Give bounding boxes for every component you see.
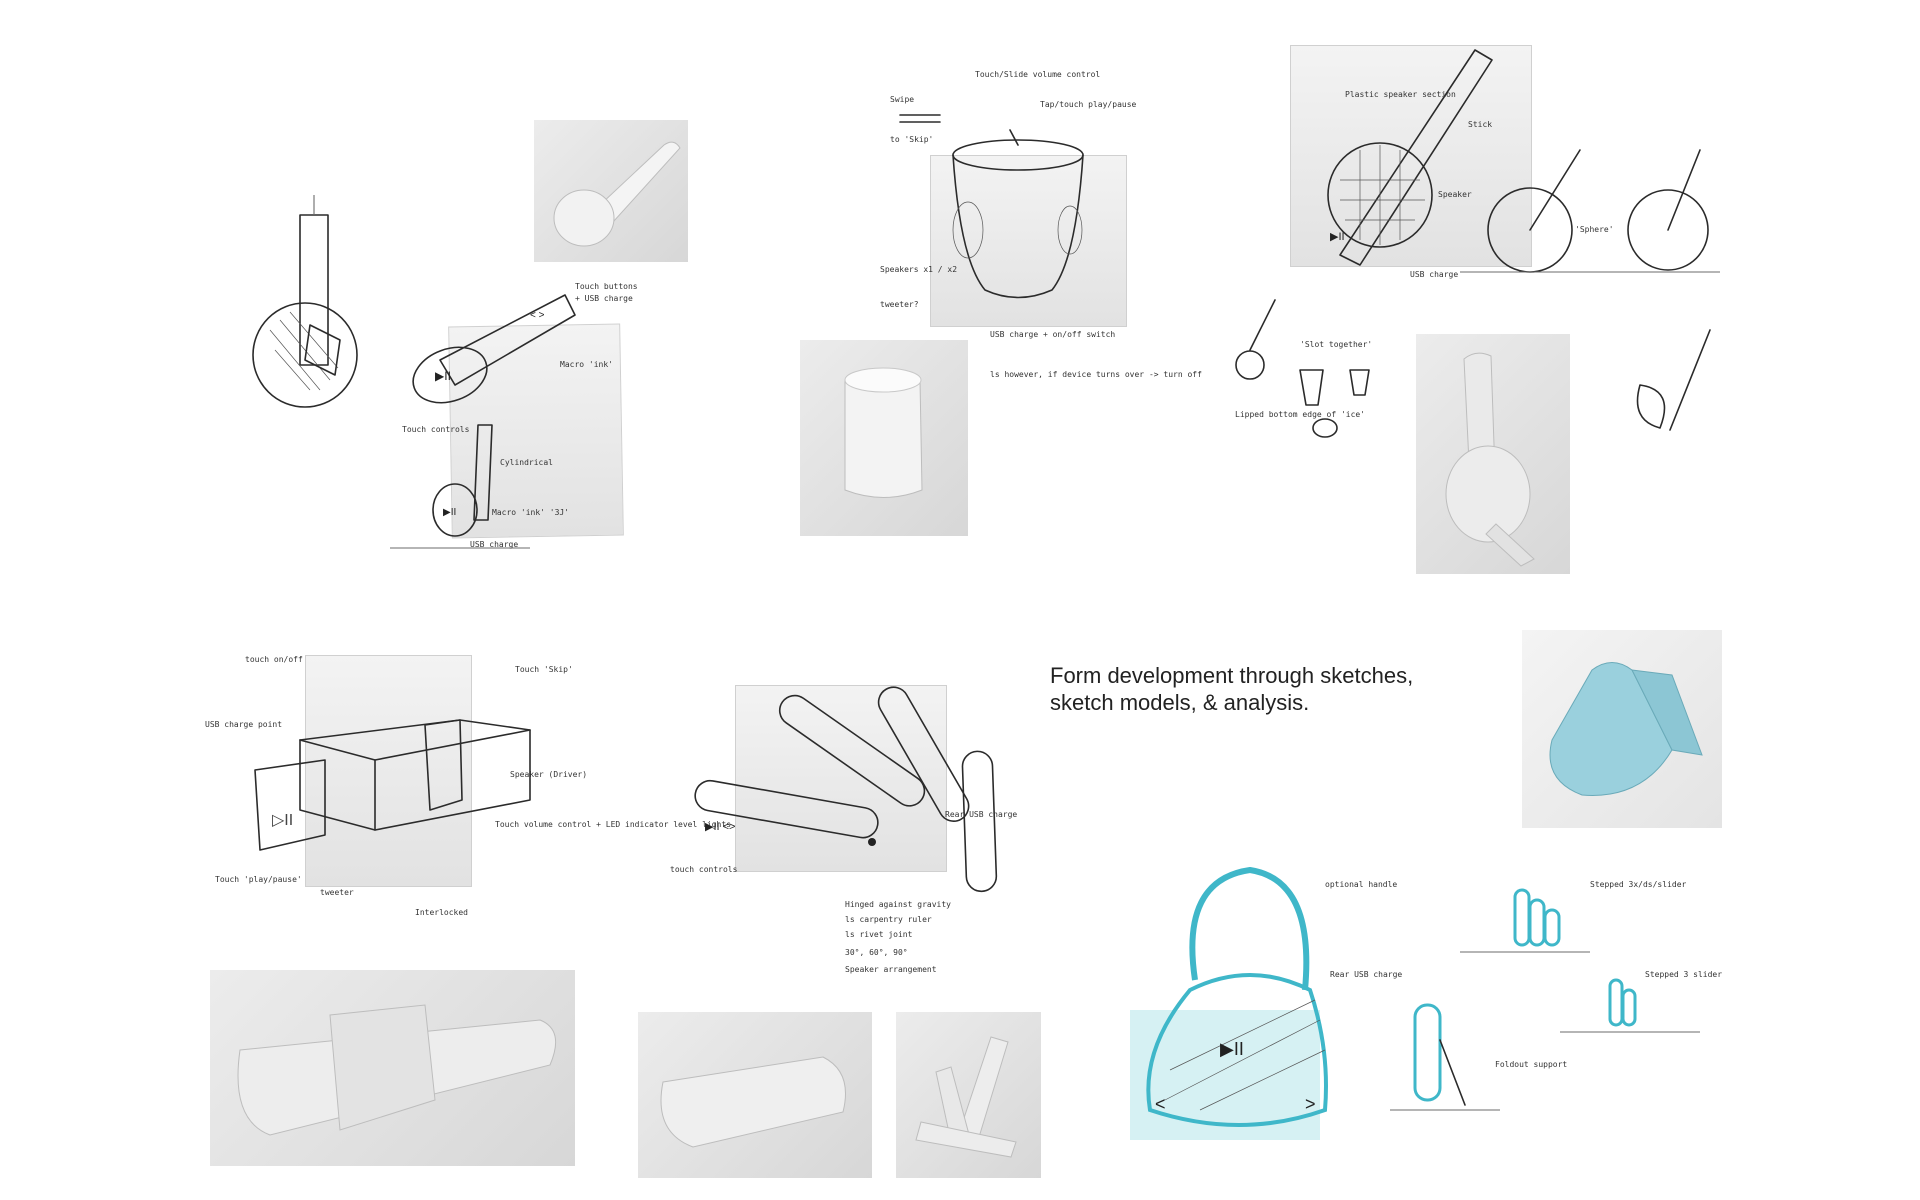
sketch-note: Stick xyxy=(1468,120,1493,129)
sketch-note: Speaker xyxy=(1438,190,1472,199)
sketch-note: Swipe xyxy=(890,95,915,104)
sketch-note: ls rivet joint xyxy=(845,930,913,939)
sketch-note: Speakers x1 / x2 xyxy=(880,265,958,274)
sketch-note: Stepped 3 slider xyxy=(1645,970,1723,979)
foam-model-interlocked xyxy=(237,1004,557,1136)
sketch-stick-sphere-drawing: ▶II xyxy=(1235,49,1720,438)
sketch-note: optional handle xyxy=(1325,880,1398,889)
svg-text:▶II: ▶II xyxy=(443,507,456,518)
sketch-note: Macro 'ink' '3J' xyxy=(492,508,570,517)
foam-model-fan xyxy=(915,1036,1017,1158)
sketch-note: Speaker (Driver) xyxy=(510,770,588,779)
sketch-note: Rear USB charge xyxy=(1330,970,1403,979)
sketch-interlocked-speaker: ▷II touch on/off USB charge point Touch … xyxy=(200,650,731,930)
sketch-note: + USB charge xyxy=(575,294,633,303)
svg-text:▶II: ▶II xyxy=(1220,1039,1244,1059)
sketch-paper-background xyxy=(930,155,1127,327)
sketch-note: Touch 'Skip' xyxy=(515,665,573,674)
foam-model-flat-block xyxy=(660,1056,846,1148)
foam-model-stick-disc xyxy=(553,141,681,247)
sketch-note: USB charge + on/off switch xyxy=(990,330,1116,339)
sketch-note: Hinged against gravity xyxy=(845,900,951,909)
sketch-note: ls carpentry ruler xyxy=(845,915,932,924)
svg-text:>: > xyxy=(1305,1094,1316,1114)
sketch-interlocked-drawing: ▷II xyxy=(254,719,531,851)
sketch-note: USB charge point xyxy=(205,720,283,729)
sketch-paper-background xyxy=(305,655,472,887)
foam-model-photo-blue-stepped xyxy=(1522,630,1722,828)
sketch-note: Touch controls xyxy=(402,425,470,434)
sketch-note: Speaker arrangement xyxy=(845,965,937,974)
sketch-note: Interlocked xyxy=(415,908,468,917)
svg-text:▶II <>: ▶II <> xyxy=(705,821,735,833)
sketch-note: USB charge xyxy=(470,540,519,549)
sketch-handle-speaker: ▶II < > optional handle Rear USB charge … xyxy=(1120,860,1740,1140)
sketch-note: 'Slot together' xyxy=(1300,340,1373,349)
sketch-note: Touch buttons xyxy=(575,282,638,291)
caption-line-2: sketch models, & analysis. xyxy=(1050,690,1310,715)
sketch-note: tweeter xyxy=(320,888,354,897)
caption-line-1: Form development through sketches, xyxy=(1050,663,1414,688)
svg-text:▶II: ▶II xyxy=(1330,231,1345,243)
svg-text:▷II: ▷II xyxy=(272,812,293,829)
sketch-note: ls however, if device turns over -> turn… xyxy=(990,370,1202,379)
sketch-cup-speaker: Swipe to 'Skip' Touch/Slide volume contr… xyxy=(880,60,1202,400)
svg-text:<: < xyxy=(1155,1094,1166,1114)
foam-model-photo-interlocked xyxy=(210,970,575,1166)
sketch-note: 30°, 60°, 90° xyxy=(845,948,908,957)
sketch-note: Foldout support xyxy=(1495,1060,1568,1069)
page-caption: Form development through sketches, sketc… xyxy=(1050,662,1470,716)
sketch-note: Tap/touch play/pause xyxy=(1040,100,1137,109)
sketch-handle-drawing: ▶II < > xyxy=(1146,866,1700,1127)
sketch-fan-speaker: ▶II <> Rear USB charge touch controls Hi… xyxy=(670,670,1017,1000)
foam-model-photo-cylinder xyxy=(800,340,968,536)
svg-text:▶II: ▶II xyxy=(435,369,451,383)
foam-model-photo-stick-disc xyxy=(534,120,688,262)
sketch-note: touch controls xyxy=(670,865,738,874)
sketch-paper-background xyxy=(1290,45,1532,267)
foam-model-photo-stick-ball xyxy=(1416,334,1570,574)
sketch-stick-sphere: ▶II Plastic speaker section Stick Speake… xyxy=(1230,40,1720,460)
sketch-note: Touch 'play/pause' xyxy=(215,875,302,884)
sketch-stick-speaker-drawing: ▶II < > ▶II xyxy=(252,195,576,549)
svg-text:< >: < > xyxy=(530,310,545,321)
foam-model-stick-ball xyxy=(1445,352,1535,567)
sketch-note: Touch volume control + LED indicator lev… xyxy=(495,820,732,829)
sketch-stick-speaker: ▶II < > ▶II Touch controls Cylindrical M… xyxy=(230,190,638,570)
sketch-note: to 'Skip' xyxy=(890,135,934,144)
sketch-note: Lipped bottom edge of 'ice' xyxy=(1235,410,1366,419)
sketch-note: USB charge xyxy=(1410,270,1459,279)
sketch-cup-drawing xyxy=(899,114,1084,299)
foam-model-photo-fan xyxy=(896,1012,1041,1178)
sketch-note: touch on/off xyxy=(245,655,303,664)
sketch-note: Rear USB charge xyxy=(945,810,1018,819)
foam-model-cylinder xyxy=(844,367,923,498)
sketch-note: 'Sphere' xyxy=(1575,225,1614,234)
foam-model-photo-flat-block xyxy=(638,1012,872,1178)
sketch-note: Plastic speaker section xyxy=(1345,90,1456,99)
sketch-note: Stepped 3x/ds/slider xyxy=(1590,880,1687,889)
sketch-note: Macro 'ink' xyxy=(560,360,613,369)
sketch-note: Cylindrical xyxy=(500,458,553,467)
sketch-note: tweeter? xyxy=(880,300,919,309)
sketch-paper-background xyxy=(735,685,947,872)
foam-model-blue-stepped xyxy=(1549,662,1703,796)
sketch-note: Touch/Slide volume control xyxy=(975,70,1101,79)
sketch-fan-drawing: ▶II <> xyxy=(694,686,998,893)
